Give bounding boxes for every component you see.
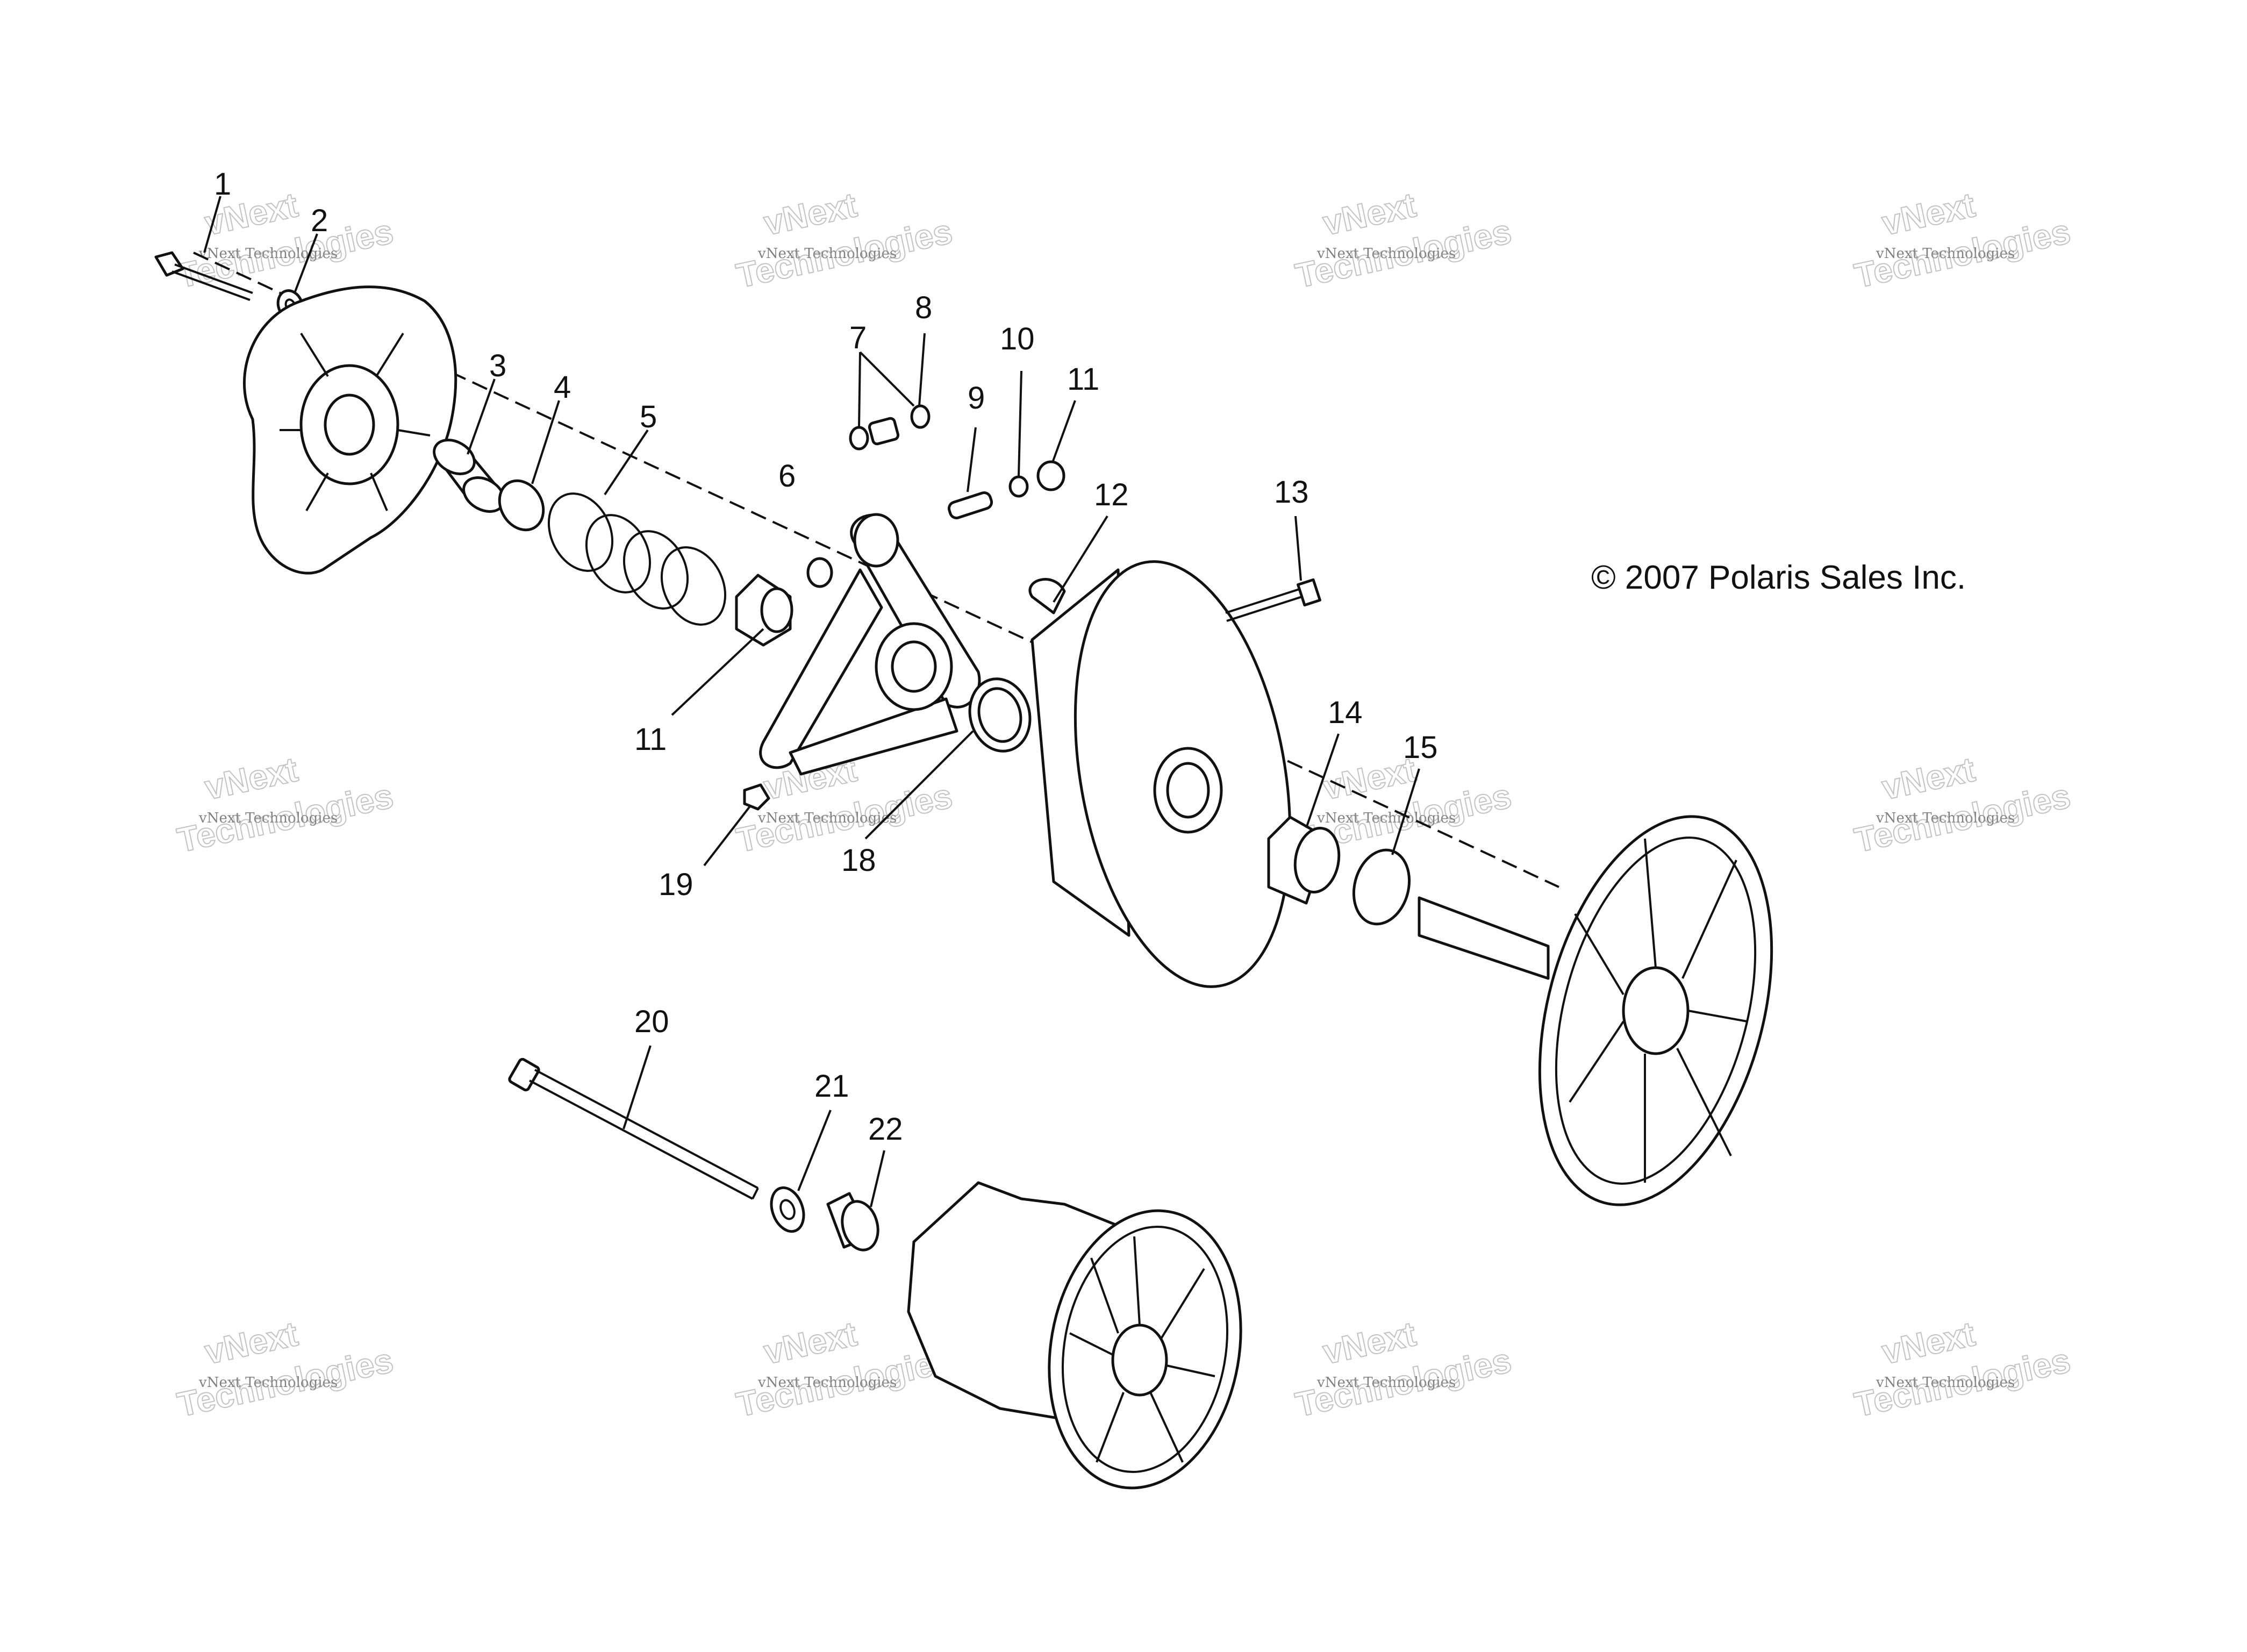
part-4-snap-ring <box>498 479 545 532</box>
callout-9: 9 <box>968 381 985 416</box>
roller <box>806 557 833 588</box>
part-3-bushing <box>433 439 505 513</box>
stationary-sheave <box>1418 815 1773 1206</box>
callout-15: 15 <box>1403 730 1438 765</box>
watermark: vNext Technologies vNext Technologies <box>174 749 397 860</box>
svg-text:vNext Technologies: vNext Technologies <box>1876 1375 2015 1391</box>
part-7-8-pin <box>849 404 931 450</box>
svg-text:vNext Technologies: vNext Technologies <box>1876 246 2015 262</box>
part-9-dowel <box>947 491 993 520</box>
callout-22: 22 <box>868 1112 903 1147</box>
callout-21: 21 <box>814 1069 849 1104</box>
part-11-roller <box>1036 460 1065 491</box>
copyright-notice: © 2007 Polaris Sales Inc. <box>1591 559 1966 596</box>
callout-5: 5 <box>640 399 657 434</box>
leader-lines <box>203 196 1420 1207</box>
svg-text:vNext Technologies: vNext Technologies <box>757 246 897 262</box>
watermark: vNext Technologies vNext Technologies <box>174 1314 397 1425</box>
watermark: vNext Technologies vNext Technologies <box>1851 1314 2074 1425</box>
callout-11a: 11 <box>1067 362 1099 397</box>
part-12-moveable-sheave <box>1028 560 1292 988</box>
svg-text:vNext Technologies: vNext Technologies <box>757 1375 897 1391</box>
svg-text:vNext Technologies: vNext Technologies <box>1316 810 1456 826</box>
callout-20: 20 <box>634 1004 669 1039</box>
svg-text:vNext Technologies: vNext Technologies <box>1316 1375 1456 1391</box>
part-6-cap <box>735 574 793 647</box>
part-13-screw <box>1225 578 1321 622</box>
callout-7: 7 <box>849 320 867 355</box>
callout-14: 14 <box>1328 695 1363 730</box>
svg-text:vNext Technologies: vNext Technologies <box>757 810 897 826</box>
callout-19: 19 <box>659 867 693 902</box>
callout-13: 13 <box>1274 475 1309 510</box>
svg-text:vNext Technologies: vNext Technologies <box>198 1375 338 1391</box>
callout-6: 6 <box>778 459 796 494</box>
watermark: vNext Technologies vNext Technologies <box>1851 185 2074 296</box>
svg-text:vNext Technologies: vNext Technologies <box>198 246 338 262</box>
part-21-lock-washer <box>770 1186 805 1233</box>
svg-text:vNext Technologies: vNext Technologies <box>198 810 338 826</box>
clutch-arm <box>759 513 981 776</box>
part-10-washer <box>1008 475 1029 498</box>
callout-11b: 11 <box>634 722 667 757</box>
watermark: vNext Technologies vNext Technologies <box>1292 185 1515 296</box>
watermark: vNext Technologies vNext Technologies <box>1851 749 2074 860</box>
callout-18: 18 <box>841 843 876 878</box>
callout-3: 3 <box>489 348 506 383</box>
callout-10: 10 <box>1000 321 1035 356</box>
spider-cover <box>243 285 457 575</box>
part-20-bolt <box>508 1057 759 1200</box>
watermark: vNext Technologies vNext Technologies <box>733 185 956 296</box>
svg-text:vNext Technologies: vNext Technologies <box>1316 246 1456 262</box>
part-22-bushing <box>826 1192 879 1251</box>
watermark: vNext Technologies vNext Technologies <box>1292 1314 1515 1425</box>
callout-4: 4 <box>554 370 571 405</box>
part-1-bolt <box>154 251 253 301</box>
svg-text:vNext Technologies: vNext Technologies <box>1876 810 2015 826</box>
callouts: 1 2 3 4 5 6 7 8 9 10 11 11 12 13 14 15 1… <box>214 167 1438 1147</box>
part-15-ring <box>1352 848 1411 926</box>
callout-1: 1 <box>214 167 231 202</box>
part-14-bushing <box>1267 816 1341 905</box>
part-19-nut <box>743 783 770 811</box>
callout-12: 12 <box>1094 477 1129 512</box>
assembled-clutch <box>907 1181 1242 1490</box>
callout-2: 2 <box>311 203 328 238</box>
callout-8: 8 <box>915 290 932 325</box>
part-5-spring <box>547 492 727 626</box>
part-18-seal <box>968 677 1032 753</box>
